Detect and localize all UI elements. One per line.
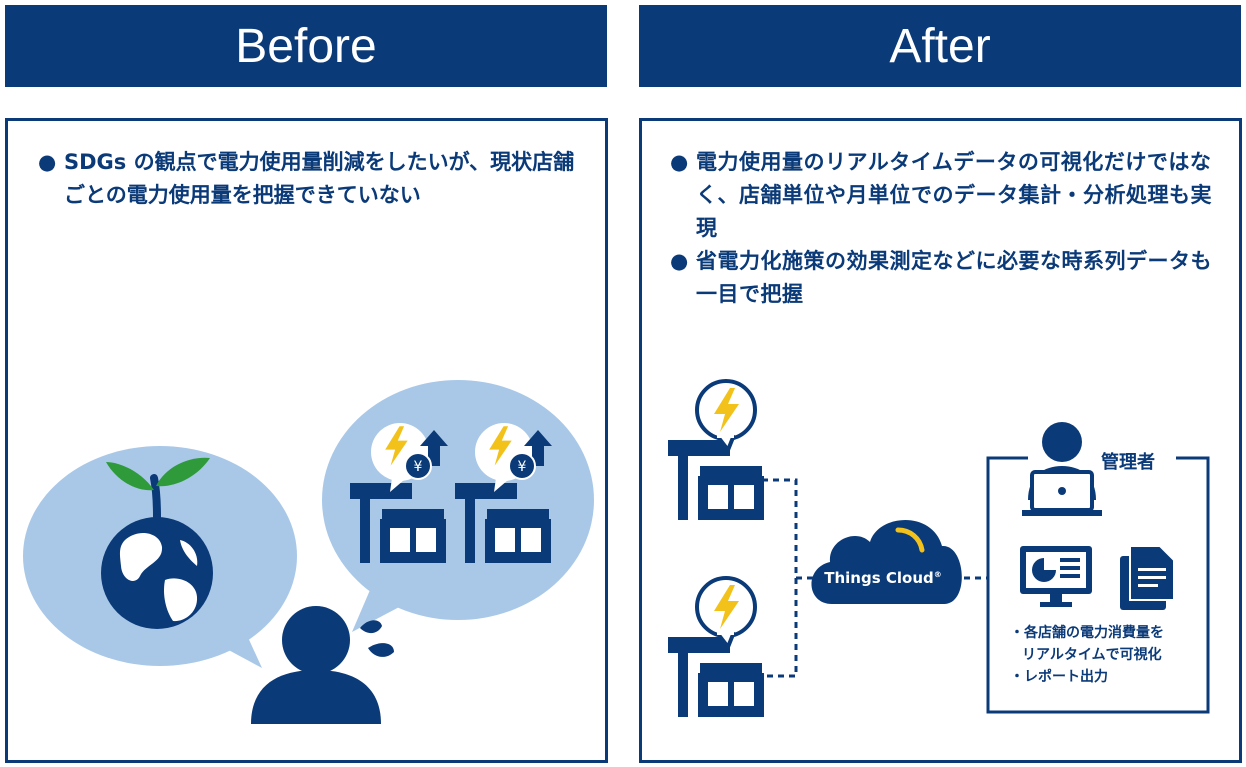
power-bubble-icon [697, 381, 755, 450]
feature-item: ・各店舗の電力消費量を [1010, 624, 1164, 641]
admin-label: 管理者 [1101, 451, 1155, 473]
power-bubble-icon [697, 578, 755, 647]
after-panel [639, 118, 1242, 763]
feature-list: ・各店舗の電力消費量を リアルタイムで可視化 ・レポート出力 [1010, 624, 1164, 685]
before-panel [5, 118, 608, 763]
before-bullet: SDGs の観点で電力使用量削減をしたいが、現状店舗ごとの電力使用量を把握できて… [38, 146, 593, 212]
worried-person-icon [251, 606, 394, 724]
before-header-label: Before [235, 19, 377, 73]
sprout-icon [106, 457, 210, 521]
admin-person-icon [1022, 422, 1102, 516]
feature-item: ・レポート出力 [1010, 668, 1108, 685]
after-header: After [639, 5, 1241, 87]
cloud-icon: Things Cloud® [811, 520, 962, 604]
report-document-icon [1120, 545, 1175, 610]
dashboard-monitor-icon [1020, 546, 1092, 607]
after-bullet: 省電力化施策の効果測定などに必要な時系列データも一目で把握 [670, 245, 1225, 311]
after-bullet-list: 電力使用量のリアルタイムデータの可視化だけではなく、店舗単位や月単位でのデータ集… [670, 146, 1225, 311]
after-header-label: After [889, 19, 991, 73]
admin-frame: 管理者 [986, 451, 1210, 714]
rising-cost-icon: ¥ [371, 423, 448, 492]
store-icon [668, 637, 764, 717]
connector-lines [762, 478, 988, 678]
globe-icon [101, 517, 213, 629]
yen-symbol: ¥ [414, 459, 423, 475]
store-icon [668, 440, 764, 520]
cloud-label: Things Cloud® [824, 569, 942, 587]
before-bullet-list: SDGs の観点で電力使用量削減をしたいが、現状店舗ごとの電力使用量を把握できて… [38, 146, 593, 212]
before-header: Before [5, 5, 607, 87]
after-bullet: 電力使用量のリアルタイムデータの可視化だけではなく、店舗単位や月単位でのデータ集… [670, 146, 1225, 245]
yen-symbol: ¥ [518, 459, 527, 475]
rising-cost-icon: ¥ [475, 423, 552, 492]
feature-item: リアルタイムで可視化 [1022, 646, 1162, 663]
